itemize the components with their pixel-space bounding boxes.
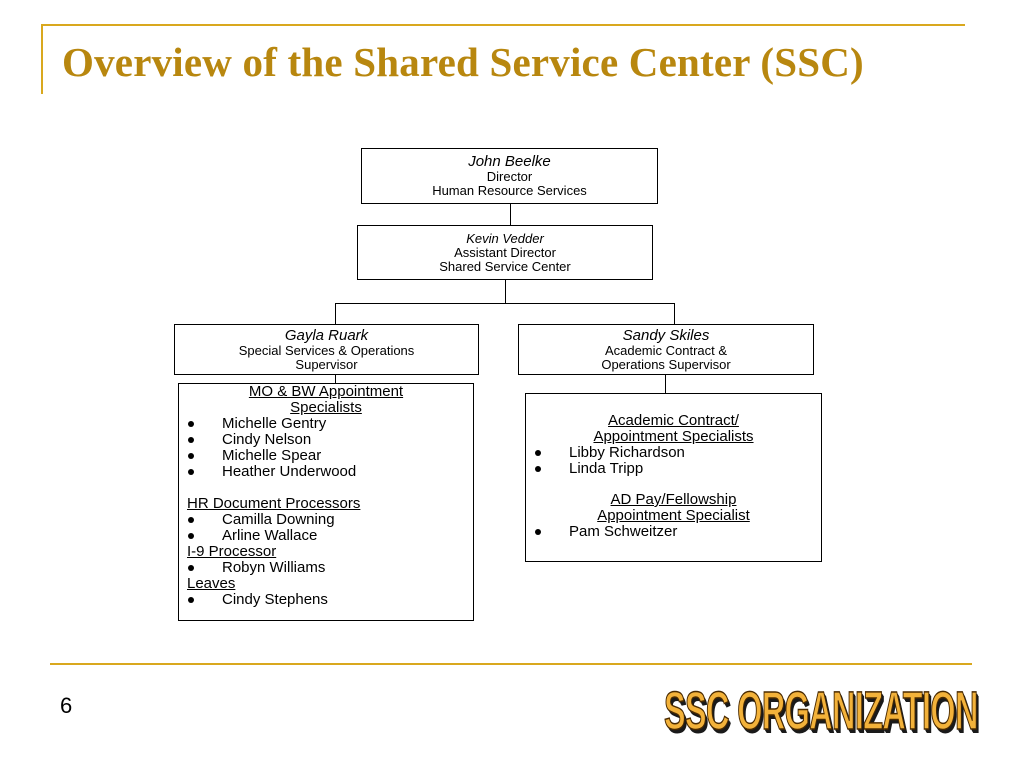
right-supervisor-title-line1: Academic Contract &: [604, 343, 728, 358]
group-heading: Appointment Specialist: [597, 507, 750, 524]
list-item: Cindy Stephens: [179, 592, 473, 608]
group-heading: Leaves: [187, 575, 236, 592]
page-number: 6: [60, 693, 73, 718]
left-supervisor-title-line1: Special Services & Operations: [238, 343, 415, 358]
bullet-icon: [188, 421, 194, 427]
left-supervisor-name: Gayla Ruark: [284, 327, 369, 344]
connector-right-team: [665, 374, 666, 393]
bullet-icon: [188, 437, 194, 443]
connector-horizontal: [335, 303, 675, 304]
right-supervisor-title-line2: Operations Supervisor: [601, 357, 731, 372]
group-heading: MO & BW Appointment: [248, 383, 404, 400]
list-item: Cindy Nelson: [179, 432, 473, 448]
director-department: Human Resource Services: [432, 183, 587, 198]
left-team-box: MO & BW Appointment Specialists Michelle…: [178, 383, 474, 621]
director-name: John Beelke: [468, 153, 551, 170]
bullet-icon: [535, 466, 541, 472]
list-item: Libby Richardson: [526, 445, 821, 461]
group-heading: I-9 Processor: [187, 543, 277, 560]
list-item: Michelle Gentry: [179, 416, 473, 432]
list-item: Michelle Spear: [179, 448, 473, 464]
member-name: Michelle Spear: [222, 447, 322, 464]
list-item: Robyn Williams: [179, 560, 473, 576]
director-title: Director: [486, 169, 533, 184]
group-heading: Specialists: [290, 399, 362, 416]
right-supervisor-name: Sandy Skiles: [622, 327, 710, 344]
title-frame-left-rule: [41, 24, 43, 94]
member-name: Camilla Downing: [222, 511, 335, 528]
director-box: John Beelke Director Human Resource Serv…: [361, 148, 658, 204]
list-item: Camilla Downing: [179, 512, 473, 528]
bullet-icon: [535, 450, 541, 456]
list-item: Arline Wallace: [179, 528, 473, 544]
bullet-icon: [188, 533, 194, 539]
bullet-icon: [188, 517, 194, 523]
bullet-icon: [188, 565, 194, 571]
footer-rule: [50, 663, 972, 665]
connector-assistant-down: [505, 280, 506, 304]
assistant-department: Shared Service Center: [439, 259, 571, 274]
left-supervisor-box: Gayla Ruark Special Services & Operation…: [174, 324, 479, 375]
member-name: Michelle Gentry: [222, 415, 327, 432]
right-supervisor-box: Sandy Skiles Academic Contract & Operati…: [518, 324, 814, 375]
ssc-organization-logo: SSC ORGANIZATION: [664, 680, 979, 742]
member-name: Pam Schweitzer: [569, 523, 678, 540]
member-name: Linda Tripp: [569, 460, 644, 477]
member-name: Cindy Nelson: [222, 431, 312, 448]
list-item: Heather Underwood: [179, 464, 473, 480]
connector-left-team: [335, 374, 336, 384]
group-heading: AD Pay/Fellowship: [610, 491, 737, 508]
bullet-icon: [535, 529, 541, 535]
connector-director-assistant: [510, 203, 511, 225]
assistant-director-box: Kevin Vedder Assistant Director Shared S…: [357, 225, 653, 280]
title-frame-top-rule: [43, 24, 965, 26]
connector-left-drop: [335, 303, 336, 324]
bullet-icon: [188, 453, 194, 459]
list-item: Linda Tripp: [526, 461, 821, 477]
assistant-name: Kevin Vedder: [466, 231, 544, 246]
slide-title: Overview of the Shared Service Center (S…: [62, 39, 864, 85]
group-heading: Appointment Specialists: [593, 428, 754, 445]
member-name: Libby Richardson: [569, 444, 685, 461]
group-heading: Academic Contract/: [608, 412, 739, 429]
group-heading: HR Document Processors: [187, 495, 361, 512]
member-name: Heather Underwood: [222, 463, 357, 480]
right-team-box: Academic Contract/ Appointment Specialis…: [525, 393, 822, 562]
member-name: Cindy Stephens: [222, 591, 328, 608]
connector-right-drop: [674, 303, 675, 324]
list-item: Pam Schweitzer: [526, 524, 821, 540]
assistant-title: Assistant Director: [454, 245, 556, 260]
left-supervisor-title-line2: Supervisor: [295, 357, 358, 372]
member-name: Arline Wallace: [222, 527, 318, 544]
bullet-icon: [188, 597, 194, 603]
bullet-icon: [188, 469, 194, 475]
member-name: Robyn Williams: [222, 559, 326, 576]
